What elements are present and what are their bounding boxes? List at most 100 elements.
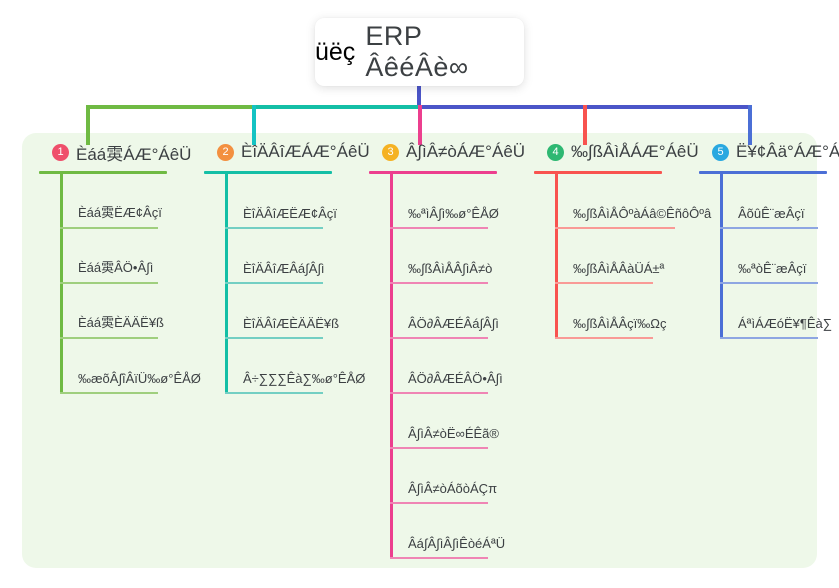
list-item-rule xyxy=(555,282,653,284)
list-item[interactable]: Âá∫Â∫ìÂ∫ìÊòéÁªÜ xyxy=(390,504,530,559)
list-item-rule xyxy=(60,337,158,339)
column-number-badge: 4 xyxy=(547,143,564,161)
connector-drop-2 xyxy=(252,105,256,145)
list-item-rule xyxy=(60,227,158,229)
list-item-label: ‰∫ßÂìÅÂàÜÁ±ª xyxy=(573,261,665,276)
column-spine xyxy=(720,174,723,339)
list-item-rule xyxy=(390,282,488,284)
list-item-label: ÈîÄÂîÆÂá∫Â∫ì xyxy=(243,261,325,276)
connector-drop-1 xyxy=(86,105,90,145)
column-header[interactable]: 1 Èáá雵ÁÆ°ÁêÜ xyxy=(35,133,200,171)
list-item-label: Â÷∑∑∑Êà∑‰ø°ÊÅØ xyxy=(243,371,366,386)
root-title-card[interactable]: üëç ERP ÂêéÂè∞ xyxy=(315,18,524,86)
column-spine xyxy=(555,174,558,339)
list-item-label: Â∫ìÂ≠òÁõòÁÇπ xyxy=(408,481,498,496)
connector-drop-4 xyxy=(583,105,587,145)
content-panel xyxy=(22,133,817,568)
connector-drop-3 xyxy=(418,105,422,145)
list-item-label: Âá∫Â∫ìÂ∫ìÊòéÁªÜ xyxy=(408,536,506,551)
list-item-label: ÁªìÁÆóË¥¶Êà∑ xyxy=(738,316,833,331)
list-item-rule xyxy=(225,282,323,284)
list-item-rule xyxy=(60,392,158,394)
list-item[interactable]: ÈîÄÂîÆËÆ¢Âçï xyxy=(225,174,365,229)
column-header[interactable]: 5 Ë¥¢Âä°ÁÆ°ÁêÜ xyxy=(695,133,839,171)
list-item-rule xyxy=(390,392,488,394)
list-item-rule xyxy=(720,227,818,229)
list-item-label: ÈîÄÂîÆËÆ¢Âçï xyxy=(243,206,337,221)
column-header[interactable]: 3 Â∫ìÂ≠òÁÆ°ÁêÜ xyxy=(365,133,530,171)
root-connector-vertical xyxy=(417,86,421,108)
list-item-label: Èáá雵ÈÄÄË¥ß xyxy=(78,315,164,330)
list-item[interactable]: Â∫ìÂ≠òÁõòÁÇπ xyxy=(390,449,530,504)
list-item[interactable]: ‰∫ßÂìÅÂàÜÁ±ª xyxy=(555,229,695,284)
list-item-rule xyxy=(60,282,158,284)
list-item[interactable]: ÈîÄÂîÆÈÄÄË¥ß xyxy=(225,284,365,339)
list-item-label: ÂõûÊ¨æÂçï xyxy=(738,206,805,221)
list-item[interactable]: Èáá雵ËÆ¢Âçï xyxy=(60,174,200,229)
list-item[interactable]: ‰ªìÂ∫ì‰ø°ÊÅØ xyxy=(390,174,530,229)
column-title: Â∫ìÂ≠òÁÆ°ÁêÜ xyxy=(406,142,526,161)
column-header[interactable]: 2 ÈîÄÂîÆÁÆ°ÁêÜ xyxy=(200,133,370,171)
list-item-label: Â∫ìÂ≠òË∞ÉÊã® xyxy=(408,426,499,441)
list-item[interactable]: Èáá雵ÂÖ•Â∫ì xyxy=(60,229,200,284)
column-number-badge: 5 xyxy=(712,143,729,161)
list-item-label: ‰∫ßÂìÅÂçï‰Ωç xyxy=(573,316,667,331)
column-number-badge: 2 xyxy=(217,143,234,161)
list-item-label: Èáá雵ËÆ¢Âçï xyxy=(78,205,162,220)
list-item[interactable]: Â∫ìÂ≠òË∞ÉÊã® xyxy=(390,394,530,449)
connector-bar-teal xyxy=(252,105,420,109)
list-item[interactable]: ÂÖ∂ÂÆÉÂÖ•Â∫ì xyxy=(390,339,530,394)
column-title: Èáá雵ÁÆ°ÁêÜ xyxy=(76,144,192,164)
list-item[interactable]: ‰æõÂ∫îÂïÜ‰ø°ÊÅØ xyxy=(60,339,201,394)
list-item-label: ÂÖ∂ÂÆÉÂá∫Â∫ì xyxy=(408,316,499,331)
column-5: 5 Ë¥¢Âä°ÁÆ°ÁêÜ ÂõûÊ¨æÂçï ‰ªòÊ¨æÂçïÁªìÁÆóË¥¶… xyxy=(695,133,839,339)
list-item-rule xyxy=(390,337,488,339)
column-spine xyxy=(225,174,228,394)
column-header-rule xyxy=(204,171,332,174)
column-header-rule xyxy=(39,171,167,174)
list-item-label: ‰ªìÂ∫ì‰ø°ÊÅØ xyxy=(408,206,499,221)
column-number-badge: 3 xyxy=(382,143,399,161)
list-item-rule xyxy=(720,282,818,284)
list-item[interactable]: ÂÖ∂ÂÆÉÂá∫Â∫ì xyxy=(390,284,530,339)
column-header-rule xyxy=(699,171,827,174)
list-item-label: ‰∫ßÂìÅÔºàÁâ©ÊñôÔºâ xyxy=(573,206,712,221)
list-item[interactable]: ‰∫ßÂìÅÔºàÁâ©ÊñôÔºâ xyxy=(555,174,711,229)
list-item-label: ‰ªòÊ¨æÂçï xyxy=(738,261,807,276)
list-item[interactable]: Â÷∑∑∑Êà∑‰ø°ÊÅØ xyxy=(225,339,365,394)
thumbs-up-icon: üëç xyxy=(315,37,356,66)
list-item[interactable]: ÁªìÁÆóË¥¶Êà∑ xyxy=(720,284,839,339)
list-item-rule xyxy=(555,227,675,229)
list-item-rule xyxy=(390,502,488,504)
list-item[interactable]: ‰∫ßÂìÅÂ∫ìÂ≠ò xyxy=(390,229,530,284)
column-title: Ë¥¢Âä°ÁÆ°ÁêÜ xyxy=(736,142,839,161)
column-4: 4‰∫ßÂìÅÁÆ°ÁêÜ ‰∫ßÂìÅÔºàÁâ©ÊñôÔºâ ‰∫ßÂìÅÂàÜ… xyxy=(530,133,711,339)
list-item[interactable]: Èáá雵ÈÄÄË¥ß xyxy=(60,284,200,339)
column-header[interactable]: 4‰∫ßÂìÅÁÆ°ÁêÜ xyxy=(530,133,699,171)
list-item-rule xyxy=(225,337,323,339)
list-item-label: ÂÖ∂ÂÆÉÂÖ•Â∫ì xyxy=(408,371,503,386)
list-item[interactable]: ÂõûÊ¨æÂçï xyxy=(720,174,839,229)
list-item-rule xyxy=(555,337,653,339)
column-title: ÈîÄÂîÆÁÆ°ÁêÜ xyxy=(241,142,370,161)
list-item-rule xyxy=(390,447,488,449)
list-item-label: ‰∫ßÂìÅÂ∫ìÂ≠ò xyxy=(408,261,493,276)
list-item[interactable]: ‰ªòÊ¨æÂçï xyxy=(720,229,839,284)
connector-drop-5 xyxy=(748,105,752,145)
list-item[interactable]: ÈîÄÂîÆÂá∫Â∫ì xyxy=(225,229,365,284)
connector-bar-green xyxy=(86,105,254,109)
list-item[interactable]: ‰∫ßÂìÅÂçï‰Ωç xyxy=(555,284,695,339)
column-number-badge: 1 xyxy=(52,143,69,161)
column-spine xyxy=(390,174,393,559)
list-item-rule xyxy=(225,392,323,394)
column-spine xyxy=(60,174,63,394)
list-item-label: ‰æõÂ∫îÂïÜ‰ø°ÊÅØ xyxy=(78,371,201,386)
